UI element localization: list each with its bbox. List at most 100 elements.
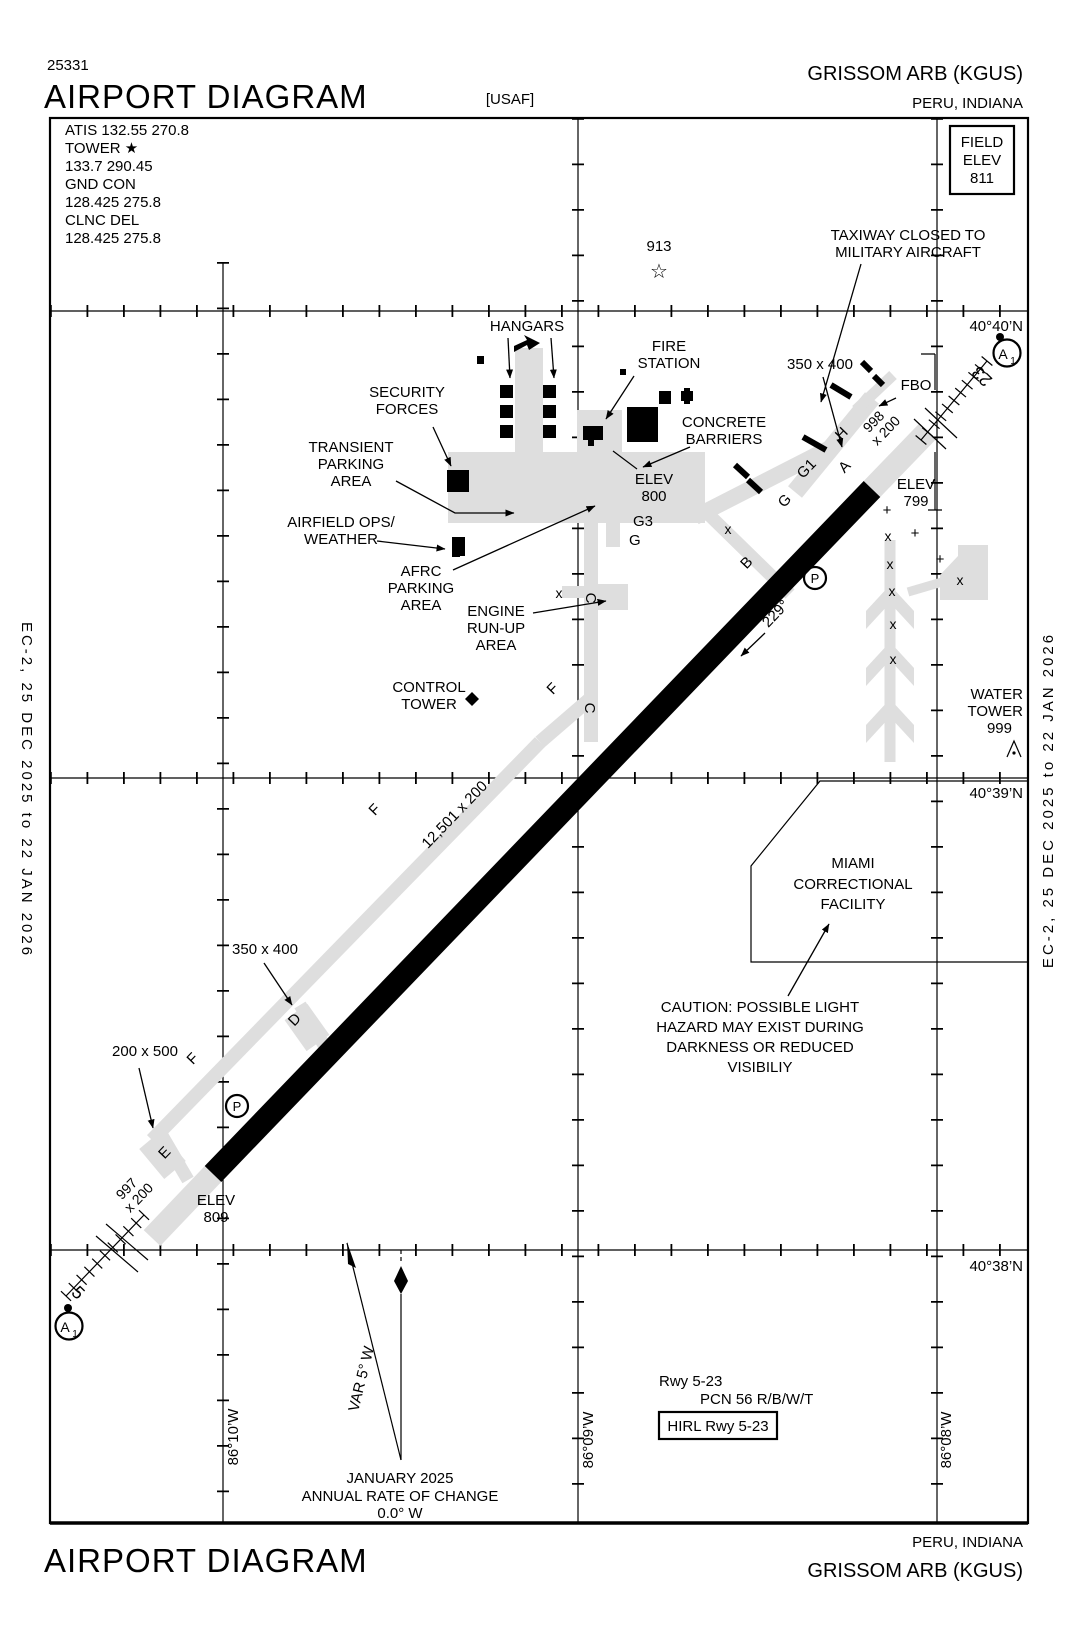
svg-text:CONCRETE: CONCRETE bbox=[682, 414, 766, 431]
taxiway-pavement bbox=[139, 348, 988, 1246]
svg-text:ENGINE: ENGINE bbox=[467, 603, 525, 620]
svg-text:MIAMI: MIAMI bbox=[831, 855, 874, 872]
elev-800-label: ELEV 800 bbox=[635, 471, 673, 505]
svg-text:913: 913 bbox=[646, 238, 671, 255]
svg-text:C: C bbox=[581, 703, 598, 714]
svg-text:x: x bbox=[725, 521, 732, 537]
svg-text:HIRL Rwy 5-23: HIRL Rwy 5-23 bbox=[667, 1418, 768, 1435]
svg-text:P: P bbox=[811, 571, 820, 586]
svg-text:x: x bbox=[887, 556, 894, 572]
field-elevation-box: FIELD ELEV 811 bbox=[948, 124, 1016, 196]
rwy-id-note: Rwy 5-23 bbox=[659, 1373, 722, 1390]
security-forces-label: SECURITY FORCES bbox=[369, 384, 445, 418]
runway-5-23 bbox=[204, 481, 881, 1182]
comm-frequencies: ATIS 132.55 270.8 TOWER ★ 133.7 290.45 G… bbox=[65, 122, 189, 247]
footer-title: AIRPORT DIAGRAM bbox=[44, 1542, 368, 1579]
svg-text:A: A bbox=[60, 1319, 70, 1335]
svg-text:133.7 290.45: 133.7 290.45 bbox=[65, 158, 153, 175]
svg-text:ANNUAL RATE OF CHANGE: ANNUAL RATE OF CHANGE bbox=[302, 1488, 499, 1505]
miami-correctional-facility: MIAMI CORRECTIONAL FACILITY bbox=[750, 780, 1028, 963]
svg-text:+: + bbox=[883, 502, 892, 519]
buildings bbox=[447, 335, 693, 706]
svg-text:86°10’W: 86°10’W bbox=[225, 1408, 242, 1466]
runway-dimension-label: 12,501 x 200 bbox=[419, 778, 491, 852]
north-arrow-icon bbox=[1006, 739, 1022, 758]
fbo-label: FBO bbox=[901, 377, 932, 394]
svg-text:128.425 275.8: 128.425 275.8 bbox=[65, 230, 161, 247]
svg-text:+: + bbox=[911, 525, 920, 542]
svg-text:1: 1 bbox=[72, 1329, 78, 1340]
pad-350x400-sw-label: 350 x 400 bbox=[232, 941, 298, 958]
control-tower-label: CONTROL TOWER bbox=[392, 679, 465, 713]
footer-airport: GRISSOM ARB (KGUS) bbox=[807, 1560, 1023, 1582]
displaced-threshold-brackets bbox=[921, 353, 942, 511]
magnetic-north-barb bbox=[347, 1242, 356, 1268]
svg-text:AREA: AREA bbox=[476, 637, 517, 654]
svg-text:C: C bbox=[582, 593, 599, 604]
closed-surface-x-marks: x x x x x x x x bbox=[556, 521, 964, 667]
svg-text:MILITARY AIRCRAFT: MILITARY AIRCRAFT bbox=[835, 244, 981, 261]
fire-station-building bbox=[583, 426, 603, 440]
elev-809-label: ELEV 809 bbox=[197, 1192, 235, 1226]
svg-text:799: 799 bbox=[903, 493, 928, 510]
plus-marks: + + + + bbox=[847, 499, 945, 568]
closed-taxiway-bars bbox=[732, 359, 886, 495]
svg-text:TAXIWAY CLOSED TO: TAXIWAY CLOSED TO bbox=[831, 227, 986, 244]
parking-symbol-ne: P bbox=[802, 565, 828, 591]
svg-text:RUN-UP: RUN-UP bbox=[467, 620, 525, 637]
svg-text:BARRIERS: BARRIERS bbox=[686, 431, 763, 448]
taxiway-closed-note: TAXIWAY CLOSED TO MILITARY AIRCRAFT bbox=[831, 227, 986, 261]
svg-text:ELEV: ELEV bbox=[963, 152, 1001, 169]
svg-text:999: 999 bbox=[987, 720, 1012, 737]
svg-text:CORRECTIONAL: CORRECTIONAL bbox=[793, 876, 912, 893]
svg-text:+: + bbox=[847, 499, 856, 516]
elev-799-label: ELEV 799 bbox=[897, 476, 935, 510]
svg-text:STATION: STATION bbox=[638, 355, 701, 372]
svg-text:40°40’N: 40°40’N bbox=[969, 318, 1023, 335]
svg-text:HAZARD MAY EXIST DURING: HAZARD MAY EXIST DURING bbox=[656, 1019, 864, 1036]
page-title: AIRPORT DIAGRAM bbox=[44, 78, 368, 115]
svg-text:AREA: AREA bbox=[401, 597, 442, 614]
longitude-labels: 86°10’W 86°09’W 86°08’W bbox=[225, 1408, 955, 1469]
svg-text:FIRE: FIRE bbox=[652, 338, 686, 355]
svg-text:AIRFIELD OPS/: AIRFIELD OPS/ bbox=[287, 514, 395, 531]
svg-text:CLNC DEL: CLNC DEL bbox=[65, 212, 139, 229]
svg-text:CAUTION: POSSIBLE LIGHT: CAUTION: POSSIBLE LIGHT bbox=[661, 999, 859, 1016]
svg-text:AREA: AREA bbox=[331, 473, 372, 490]
svg-text:FIELD: FIELD bbox=[961, 134, 1004, 151]
svg-text:AFRC: AFRC bbox=[401, 563, 442, 580]
water-tower-label: WATER TOWER 999 bbox=[967, 686, 1023, 758]
svg-text:JANUARY 2025: JANUARY 2025 bbox=[346, 1470, 453, 1487]
svg-text:FORCES: FORCES bbox=[376, 401, 439, 418]
svg-text:TOWER ★: TOWER ★ bbox=[65, 140, 138, 157]
fire-station-label: FIRE STATION bbox=[638, 338, 701, 372]
hangars-label: HANGARS bbox=[490, 318, 564, 335]
svg-text:TOWER: TOWER bbox=[967, 703, 1023, 720]
approach-light-ticks bbox=[60, 356, 993, 1302]
svg-text:A: A bbox=[998, 346, 1008, 362]
svg-text:0.0° W: 0.0° W bbox=[377, 1505, 423, 1522]
control-tower-symbol bbox=[465, 692, 479, 706]
svg-text:VISIBILIY: VISIBILIY bbox=[727, 1059, 792, 1076]
ramp-arrow-symbol bbox=[514, 335, 540, 352]
svg-text:P: P bbox=[233, 1099, 242, 1114]
displaced-997-label: 997 x 200 bbox=[113, 1174, 157, 1215]
runway-number-23: 23 bbox=[968, 362, 996, 390]
svg-text:128.425 275.8: 128.425 275.8 bbox=[65, 194, 161, 211]
svg-text:TRANSIENT: TRANSIENT bbox=[308, 439, 393, 456]
svg-text:FACILITY: FACILITY bbox=[820, 896, 885, 913]
svg-text:ATIS 132.55 270.8: ATIS 132.55 270.8 bbox=[65, 122, 189, 139]
airport-location: PERU, INDIANA bbox=[912, 95, 1023, 112]
a1-symbol-ne: A 1 bbox=[992, 333, 1022, 368]
svg-text:1: 1 bbox=[1010, 356, 1016, 367]
svg-text:x: x bbox=[889, 583, 896, 599]
hirl-box: HIRL Rwy 5-23 bbox=[657, 1410, 779, 1441]
svg-text:G: G bbox=[629, 532, 641, 549]
pad-350x400-ne-label: 350 x 400 bbox=[787, 356, 853, 373]
svg-text:40°39’N: 40°39’N bbox=[969, 785, 1023, 802]
svg-text:811: 811 bbox=[970, 170, 994, 187]
svg-text:86°09’W: 86°09’W bbox=[580, 1411, 597, 1469]
svg-text:40°38’N: 40°38’N bbox=[969, 1258, 1023, 1275]
